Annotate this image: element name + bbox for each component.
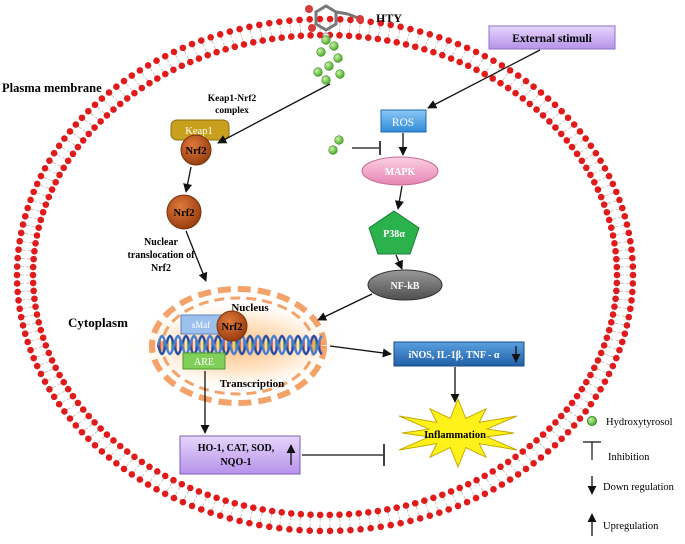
legend: Hydroxytyrosol Inhibition Down regulatio… xyxy=(583,416,675,536)
nuclear-translocation-line3: Nrf2 xyxy=(151,263,171,274)
nfkb-label: NF-kB xyxy=(391,281,420,292)
legend-down-regulation: Down regulation xyxy=(603,482,675,493)
inflammation-label: Inflammation xyxy=(424,430,486,441)
hty-label: HTY xyxy=(376,11,402,25)
p38-label: P38α xyxy=(383,229,405,240)
hty-molecule-icon xyxy=(305,4,364,40)
nucleus-label: Nucleus xyxy=(231,302,269,314)
are-label: ARE xyxy=(194,357,214,368)
mapk-shape xyxy=(361,156,439,186)
arrow-p38-to-nfkb xyxy=(394,254,403,270)
antioxidant-line2: NQO-1 xyxy=(220,457,251,468)
p38-shape xyxy=(368,210,420,255)
smaf-label: sMaf xyxy=(192,320,211,330)
arrow-nrf2-to-nucleus xyxy=(185,230,208,282)
mapk-label: MAPK xyxy=(385,167,416,178)
transcription-label: Transcription xyxy=(220,378,285,390)
external-stimuli-box xyxy=(488,25,616,50)
nrf2-free-label: Nrf2 xyxy=(174,208,195,219)
arrow-nfkb-to-nucleus xyxy=(317,293,373,321)
nucleus-outer-envelope xyxy=(149,286,327,406)
legend-inhibition: Inhibition xyxy=(608,452,650,463)
hydroxytyrosol-legend-icon xyxy=(587,416,597,426)
plasma-membrane xyxy=(13,15,637,535)
nrf2-nucleus-circle xyxy=(216,310,248,342)
arrow-complex-to-nrf2 xyxy=(183,166,193,193)
external-stimuli-label: External stimuli xyxy=(512,33,592,45)
arrow-nucleus-to-cytokines xyxy=(329,345,392,358)
inflammation-burst xyxy=(398,397,518,469)
nrf2-nucleus-label: Nrf2 xyxy=(222,322,243,333)
keap-complex-label-2: complex xyxy=(215,106,249,116)
arrow-mapk-to-p38 xyxy=(394,185,404,210)
nucleus-inner-envelope xyxy=(160,296,316,396)
hydroxytyrosol-dots xyxy=(313,35,345,155)
legend-upregulation: Upregulation xyxy=(603,521,659,532)
antioxidant-box xyxy=(179,435,301,475)
legend-hydroxytyrosol: Hydroxytyrosol xyxy=(606,417,673,428)
cytokines-label: iNOS, IL-1β, TNF - α xyxy=(408,350,499,361)
arrow-hty-to-complex xyxy=(217,83,331,144)
plasma-membrane-label: Plasma membrane xyxy=(2,81,102,95)
keap-complex-label-1: Keap1-Nrf2 xyxy=(208,94,257,104)
nrf2-free-circle xyxy=(166,194,202,230)
cytokines-box xyxy=(393,341,525,367)
nrf2-complex-label: Nrf2 xyxy=(186,146,207,157)
nuclear-translocation-line2: translocation of xyxy=(128,250,196,261)
cytoplasm-label: Cytoplasm xyxy=(68,315,128,330)
ros-box xyxy=(380,109,427,133)
antioxidant-line1: HO-1, CAT, SOD, xyxy=(198,443,275,454)
nfkb-shape xyxy=(367,269,443,301)
nuclear-translocation-line1: Nuclear xyxy=(144,237,178,248)
arrow-stimuli-to-ros xyxy=(427,49,541,109)
are-box xyxy=(182,352,226,370)
ros-label: ROS xyxy=(392,117,414,129)
keap1-label: Keap1 xyxy=(185,126,212,137)
nrf2-complex-circle xyxy=(180,134,212,166)
